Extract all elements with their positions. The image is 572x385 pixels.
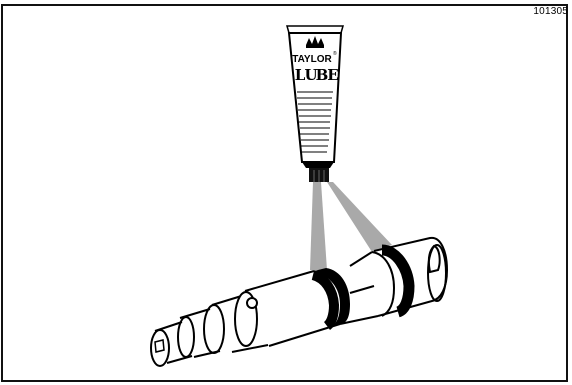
o-ring-right xyxy=(381,244,415,318)
o-ring-left xyxy=(314,268,350,327)
lube-tube: TAYLOR ® L U B E xyxy=(286,25,344,182)
product-letter-u: U xyxy=(304,66,317,84)
tube-label-lines xyxy=(297,91,333,153)
tube-brand-text: TAYLOR xyxy=(292,54,332,65)
lube-spray-cones xyxy=(310,182,392,270)
product-letter-e: E xyxy=(327,66,338,84)
tube-product-text: L U B E xyxy=(295,66,339,84)
o-rings xyxy=(311,244,415,330)
spray-cone-right xyxy=(327,182,392,252)
figure-number: 101305 xyxy=(533,6,568,17)
figure-frame xyxy=(1,4,568,382)
product-letter-l: L xyxy=(295,66,306,84)
trademark-symbol: ® xyxy=(333,50,337,57)
spray-cone-left xyxy=(310,182,327,270)
crown-logo xyxy=(306,36,324,48)
product-letter-b: B xyxy=(316,66,329,84)
